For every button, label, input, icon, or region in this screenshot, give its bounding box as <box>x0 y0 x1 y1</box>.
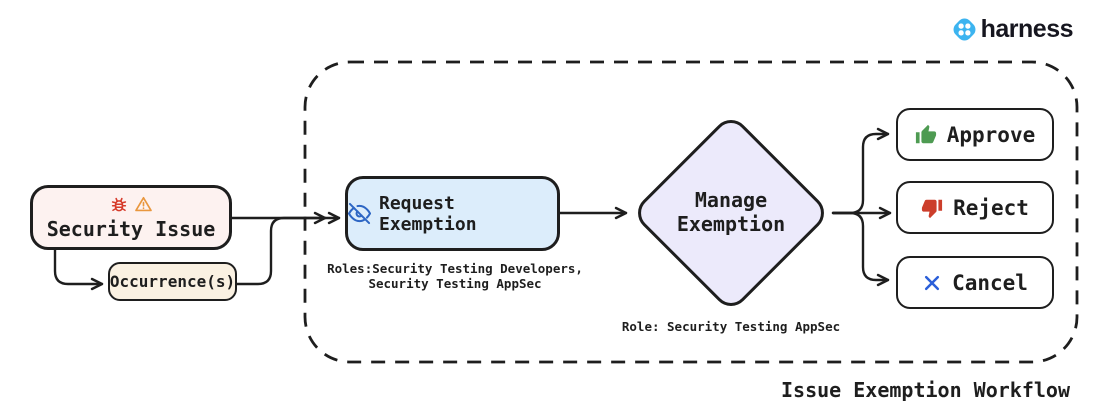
harness-logo: harness <box>951 15 1074 44</box>
eye-off-icon <box>348 202 371 225</box>
arrow-occurrences-to-request-exemption <box>235 211 327 286</box>
workflow-title: Issue Exemption Workflow <box>781 378 1070 402</box>
manage-exemption-label: Manage Exemption <box>631 188 831 236</box>
security-issue-label: Security Issue <box>46 216 216 241</box>
security-issue-node: Security Issue <box>30 185 232 250</box>
roles-note-line1: Roles:Security Testing Developers, <box>327 261 583 276</box>
cancel-node: Cancel <box>896 256 1054 309</box>
bug-icon <box>110 196 128 214</box>
reject-label: Reject <box>953 195 1029 220</box>
approve-label: Approve <box>946 122 1036 147</box>
thumbs-up-icon <box>915 124 937 146</box>
harness-logo-icon <box>951 16 978 43</box>
manage-exemption-label-line1: Manage <box>694 188 768 212</box>
x-icon <box>922 273 942 293</box>
arrow-manage-exemption-to-cancel <box>831 211 890 287</box>
roles-note-line2: Security Testing AppSec <box>368 276 542 291</box>
manage-exemption-role-note: Role: Security Testing AppSec <box>621 319 841 334</box>
harness-logo-text: harness <box>980 15 1074 43</box>
warning-icon <box>134 195 153 214</box>
arrow-manage-exemption-to-approve <box>831 127 890 215</box>
occurrences-node: Occurrence(s) <box>108 262 237 301</box>
request-exemption-roles-note: Roles:Security Testing Developers, Secur… <box>325 261 585 291</box>
occurrences-label: Occurrence(s) <box>109 272 236 291</box>
cancel-label: Cancel <box>952 270 1028 295</box>
reject-node: Reject <box>896 181 1054 234</box>
request-exemption-node: Request Exemption <box>345 176 560 251</box>
workflow-boundary-dashed-box <box>303 60 1079 364</box>
manage-exemption-label-line2: Exemption <box>676 212 786 236</box>
thumbs-down-icon <box>921 197 943 219</box>
approve-node: Approve <box>896 108 1054 161</box>
arrow-security-issue-to-occurrences <box>53 248 104 291</box>
security-issue-icons <box>110 195 153 215</box>
request-exemption-label: Request Exemption <box>379 192 477 235</box>
